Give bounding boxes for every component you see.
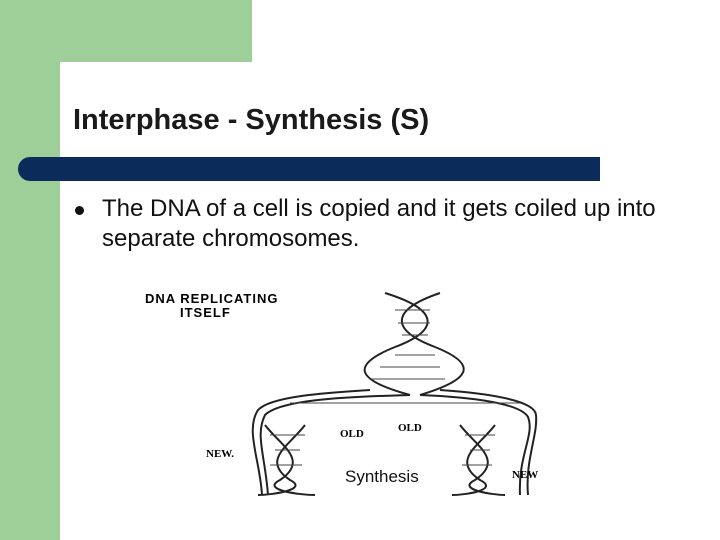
left-green-band [0, 0, 60, 540]
figure-heading-line1: DNA REPLICATING [145, 291, 278, 306]
label-new-right: NEW [512, 469, 538, 481]
figure-caption: Synthesis [343, 467, 421, 487]
figure-heading-line2: ITSELF [180, 305, 231, 320]
bullet-text: The DNA of a cell is copied and it gets … [102, 195, 656, 252]
label-old-left: OLD [340, 428, 364, 440]
title-underline-bar [18, 157, 600, 181]
label-old-right: OLD [398, 422, 422, 434]
dna-replication-figure: DNA REPLICATING ITSELF OLD OLD NEW. NEW [140, 285, 560, 500]
bullet-icon [75, 206, 84, 215]
slide-title: Interphase - Synthesis (S) [73, 104, 430, 136]
label-new-left: NEW. [206, 448, 234, 460]
top-green-block [60, 0, 252, 62]
dna-helix-drawing: DNA REPLICATING ITSELF OLD OLD NEW. NEW [145, 291, 538, 496]
